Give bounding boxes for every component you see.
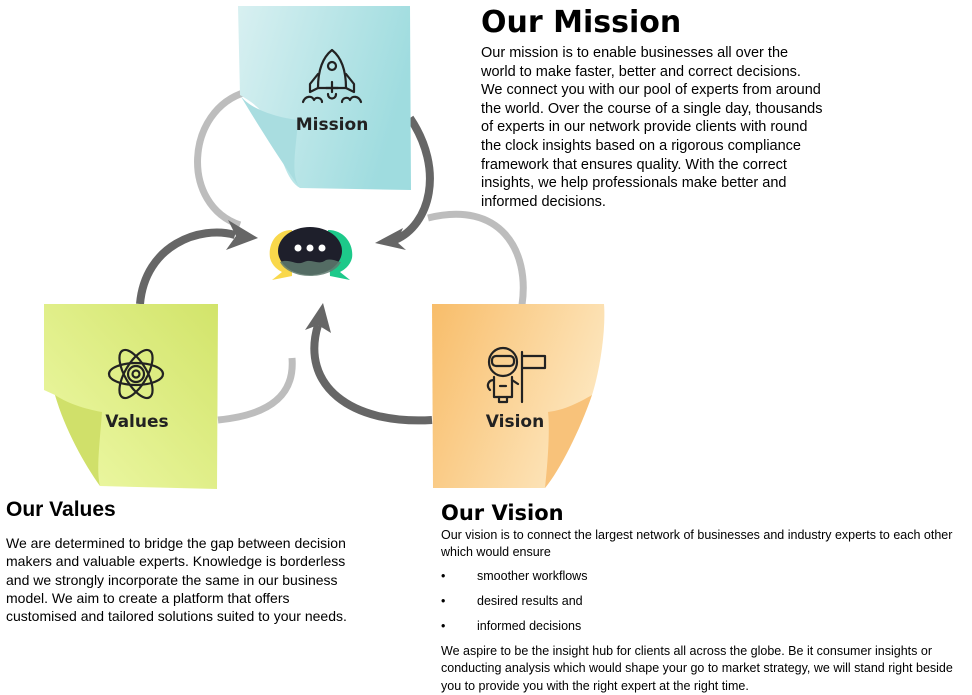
mission-note-label: Mission: [295, 115, 369, 135]
atom-icon: [107, 348, 165, 400]
arc-values-to-vision-light: [217, 357, 296, 424]
bullet-text: informed decisions: [477, 619, 582, 633]
arrow-vision-to-center: [310, 323, 433, 425]
arrowhead-values-to-center: [226, 220, 258, 250]
bullet-icon: •: [441, 619, 446, 633]
list-item: • smoother workflows: [441, 568, 587, 593]
values-heading: Our Values: [6, 498, 116, 521]
vision-bullet-list: • smoother workflows • desired results and…: [441, 568, 587, 643]
astronaut-flag-icon: [486, 346, 547, 404]
mission-heading: Our Mission: [481, 5, 682, 40]
vision-outro: We aspire to be the insight hub for clie…: [441, 644, 953, 693]
bullet-icon: •: [441, 594, 446, 608]
mission-note: [238, 6, 411, 190]
arc-mission-to-center-light: [194, 88, 248, 229]
bullet-text: smoother workflows: [477, 569, 588, 583]
list-item: • informed decisions: [441, 618, 587, 643]
rocket-icon: [301, 48, 363, 104]
vision-note-label: Vision: [485, 412, 545, 432]
mission-body: Our mission is to enable businesses all …: [481, 45, 823, 210]
arrowhead-mission-to-center: [375, 228, 406, 250]
vision-intro: Our vision is to connect the largest net…: [441, 528, 953, 559]
arrowhead-vision-to-center: [305, 303, 331, 333]
values-note-label: Values: [105, 412, 169, 432]
arrow-values-to-center: [136, 228, 237, 305]
arrow-mission-to-center: [393, 115, 434, 244]
vision-note: [432, 304, 605, 488]
bullet-text: desired results and: [477, 594, 583, 608]
list-item: • desired results and: [441, 593, 587, 618]
arc-vision-to-mission-light: [427, 210, 527, 306]
bullet-icon: •: [441, 569, 446, 583]
values-body: We are determined to bridge the gap betw…: [6, 535, 347, 625]
chat-bubbles-icon: [269, 227, 353, 280]
vision-heading: Our Vision: [441, 501, 564, 525]
